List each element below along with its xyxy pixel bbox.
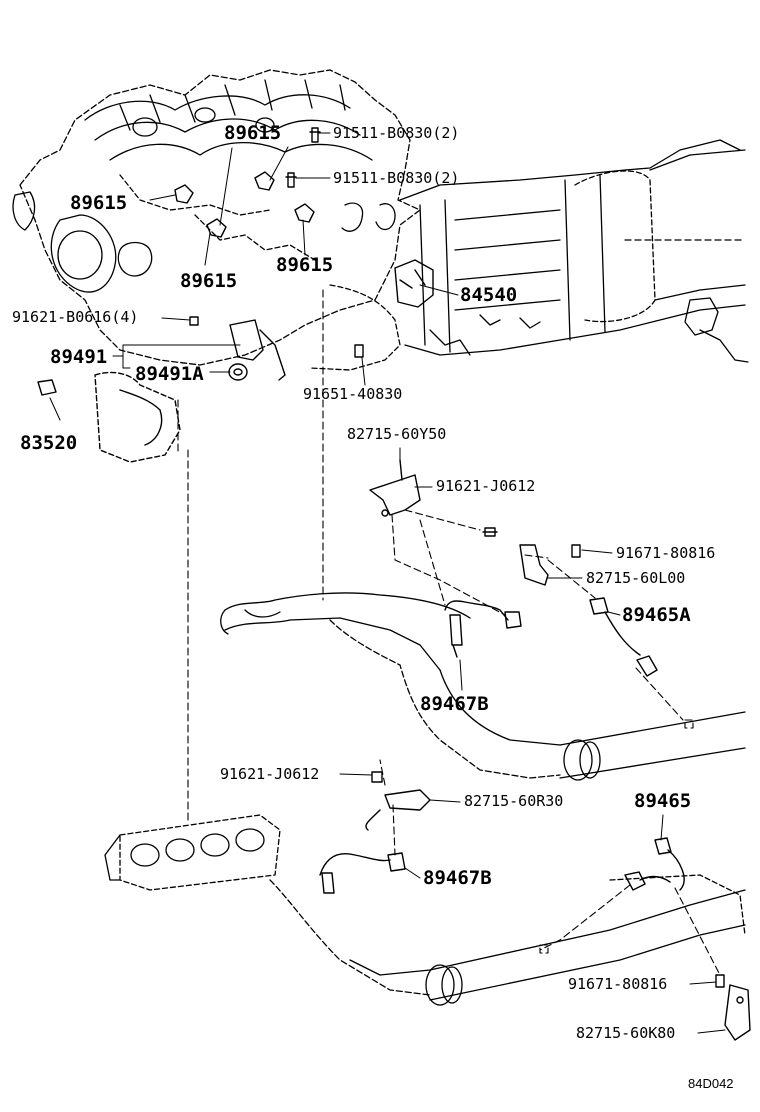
part-label-91621-b0616: 91621-B0616(4) bbox=[12, 308, 139, 326]
part-label-89491: 89491 bbox=[50, 346, 108, 368]
reference-dashed-lines bbox=[177, 289, 721, 976]
part-label-91511-b0830-b: 91511-B0830(2) bbox=[333, 169, 460, 187]
part-label-89465a: 89465A bbox=[622, 604, 691, 626]
part-label-91671-80816-b: 91671-80816 bbox=[568, 975, 668, 993]
oxygen-sensors bbox=[319, 459, 751, 1041]
part-label-89615-c: 89615 bbox=[180, 270, 238, 292]
transmission-body bbox=[399, 139, 749, 363]
part-label-89465: 89465 bbox=[634, 790, 692, 812]
part-label-89491a: 89491A bbox=[135, 363, 204, 385]
part-label-82715-60r30: 82715-60R30 bbox=[464, 792, 564, 810]
part-label-91621-j0612-a: 91621-J0612 bbox=[436, 477, 536, 495]
part-label-89615-b: 89615 bbox=[70, 192, 128, 214]
part-label-91621-j0612-b: 91621-J0612 bbox=[220, 765, 320, 783]
part-label-89467b-b: 89467B bbox=[423, 867, 492, 889]
exhaust-upper bbox=[220, 592, 746, 781]
part-label-91671-80816-a: 91671-80816 bbox=[616, 544, 716, 562]
part-label-82715-60y50: 82715-60Y50 bbox=[347, 425, 447, 443]
part-label-83520: 83520 bbox=[20, 432, 78, 454]
part-label-91511-b0830-a: 91511-B0830(2) bbox=[333, 124, 460, 142]
part-label-84540: 84540 bbox=[460, 284, 518, 306]
part-label-82715-60k80: 82715-60K80 bbox=[576, 1024, 676, 1042]
part-label-89615-d: 89615 bbox=[276, 254, 334, 276]
exhaust-lower bbox=[104, 814, 746, 1006]
part-label-82715-60l00: 82715-60L00 bbox=[586, 569, 686, 587]
part-label-89615-a: 89615 bbox=[224, 122, 282, 144]
diagram-reference-code: 84D042 bbox=[688, 1076, 734, 1091]
leader-lines bbox=[49, 132, 726, 1034]
part-label-91651-40830: 91651-40830 bbox=[303, 385, 403, 403]
part-label-89467b-a: 89467B bbox=[420, 693, 489, 715]
